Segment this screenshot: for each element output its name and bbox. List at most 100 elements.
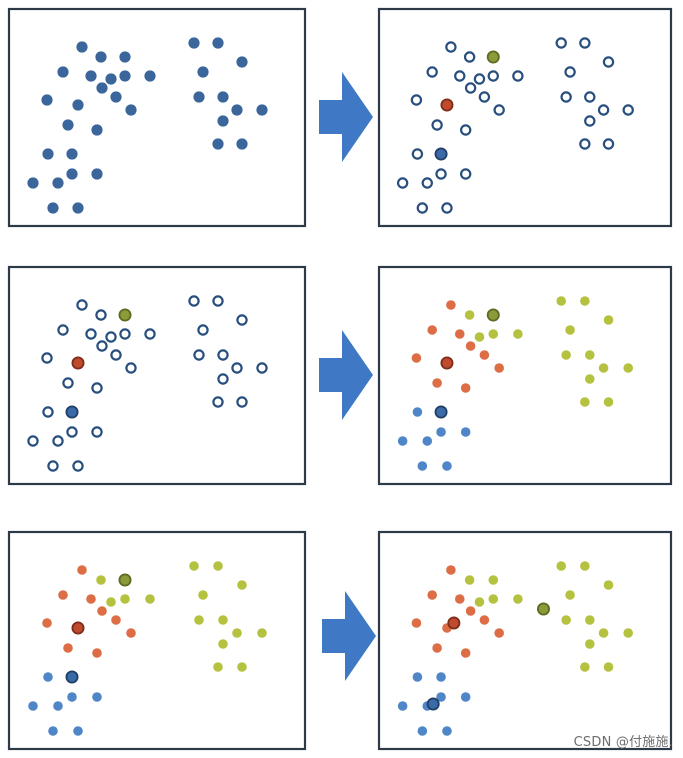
data-point xyxy=(41,352,53,364)
data-point xyxy=(584,91,596,103)
data-point xyxy=(445,41,457,53)
data-point xyxy=(513,594,523,604)
data-point xyxy=(465,341,476,351)
data-point xyxy=(580,397,590,407)
data-point xyxy=(197,324,209,336)
data-point xyxy=(217,91,229,103)
centroid-marker xyxy=(440,98,454,112)
data-point xyxy=(194,615,204,625)
data-point xyxy=(432,643,442,653)
centroid-marker xyxy=(447,616,461,630)
data-point xyxy=(474,597,485,607)
data-point xyxy=(494,363,504,373)
data-point xyxy=(72,99,84,111)
centroid-marker xyxy=(434,405,448,419)
data-point xyxy=(487,70,499,82)
data-point xyxy=(493,104,505,116)
data-point xyxy=(460,427,471,437)
data-point xyxy=(41,94,53,106)
data-point xyxy=(91,426,103,438)
data-point xyxy=(52,435,64,447)
data-point xyxy=(53,701,63,711)
data-point xyxy=(66,148,78,160)
data-point xyxy=(95,51,107,63)
data-point xyxy=(119,70,131,82)
data-point xyxy=(72,460,84,472)
data-point xyxy=(96,575,106,585)
data-point xyxy=(584,115,596,127)
data-point xyxy=(47,460,59,472)
data-point xyxy=(120,594,130,604)
centroid-marker xyxy=(71,621,85,635)
panel-2-frame xyxy=(377,7,673,228)
data-point xyxy=(397,436,408,446)
data-point xyxy=(446,300,456,310)
data-point xyxy=(460,692,471,702)
data-point xyxy=(92,648,102,658)
data-points-layer xyxy=(27,37,634,736)
data-point xyxy=(198,590,208,600)
data-point xyxy=(623,363,634,373)
data-point xyxy=(144,328,156,340)
panel-1-frame xyxy=(7,7,307,228)
data-point xyxy=(446,565,456,575)
data-point xyxy=(67,692,77,702)
centroid-marker xyxy=(118,573,132,587)
data-point xyxy=(95,309,107,321)
data-point xyxy=(579,138,591,150)
data-point xyxy=(217,349,229,361)
data-point xyxy=(441,202,453,214)
data-point xyxy=(218,639,228,649)
data-point xyxy=(561,350,571,360)
data-point xyxy=(193,349,205,361)
data-point xyxy=(212,138,224,150)
panel-6-frame xyxy=(377,530,673,751)
data-point xyxy=(86,594,96,604)
data-point xyxy=(91,168,103,180)
data-point xyxy=(217,115,229,127)
data-point xyxy=(464,82,477,94)
centroid-marker xyxy=(65,405,79,419)
data-point xyxy=(144,70,156,82)
data-point xyxy=(125,104,137,116)
data-point xyxy=(212,396,224,408)
data-point xyxy=(236,138,248,150)
data-point xyxy=(463,51,476,63)
data-point xyxy=(436,692,446,702)
data-point xyxy=(465,606,476,616)
data-point xyxy=(189,561,199,571)
panel-4-frame xyxy=(377,265,673,486)
data-point xyxy=(417,461,428,471)
data-point xyxy=(110,349,122,361)
centroid-marker xyxy=(486,308,500,322)
centroid-marker xyxy=(486,50,500,64)
centroid-marker xyxy=(71,356,85,370)
data-point xyxy=(212,295,224,307)
data-point xyxy=(125,362,137,374)
data-point xyxy=(42,618,52,628)
data-point xyxy=(92,692,102,702)
data-point xyxy=(488,329,499,339)
data-point xyxy=(231,104,243,116)
data-point xyxy=(460,648,471,658)
data-point xyxy=(85,70,97,82)
data-point xyxy=(236,396,248,408)
data-point xyxy=(603,662,614,672)
data-point xyxy=(488,575,499,585)
data-point xyxy=(584,350,595,360)
centroid-marker xyxy=(434,147,448,161)
data-point xyxy=(47,202,59,214)
data-point xyxy=(91,382,103,394)
panel-5-frame xyxy=(7,530,307,751)
data-point xyxy=(72,202,84,214)
data-point xyxy=(412,407,423,417)
data-point xyxy=(421,177,433,189)
data-point xyxy=(422,436,433,446)
data-point xyxy=(76,299,88,311)
data-point xyxy=(580,561,590,571)
data-point xyxy=(411,353,422,363)
data-point xyxy=(27,177,39,189)
data-point xyxy=(58,590,68,600)
data-point xyxy=(96,82,108,94)
data-point xyxy=(236,314,248,326)
